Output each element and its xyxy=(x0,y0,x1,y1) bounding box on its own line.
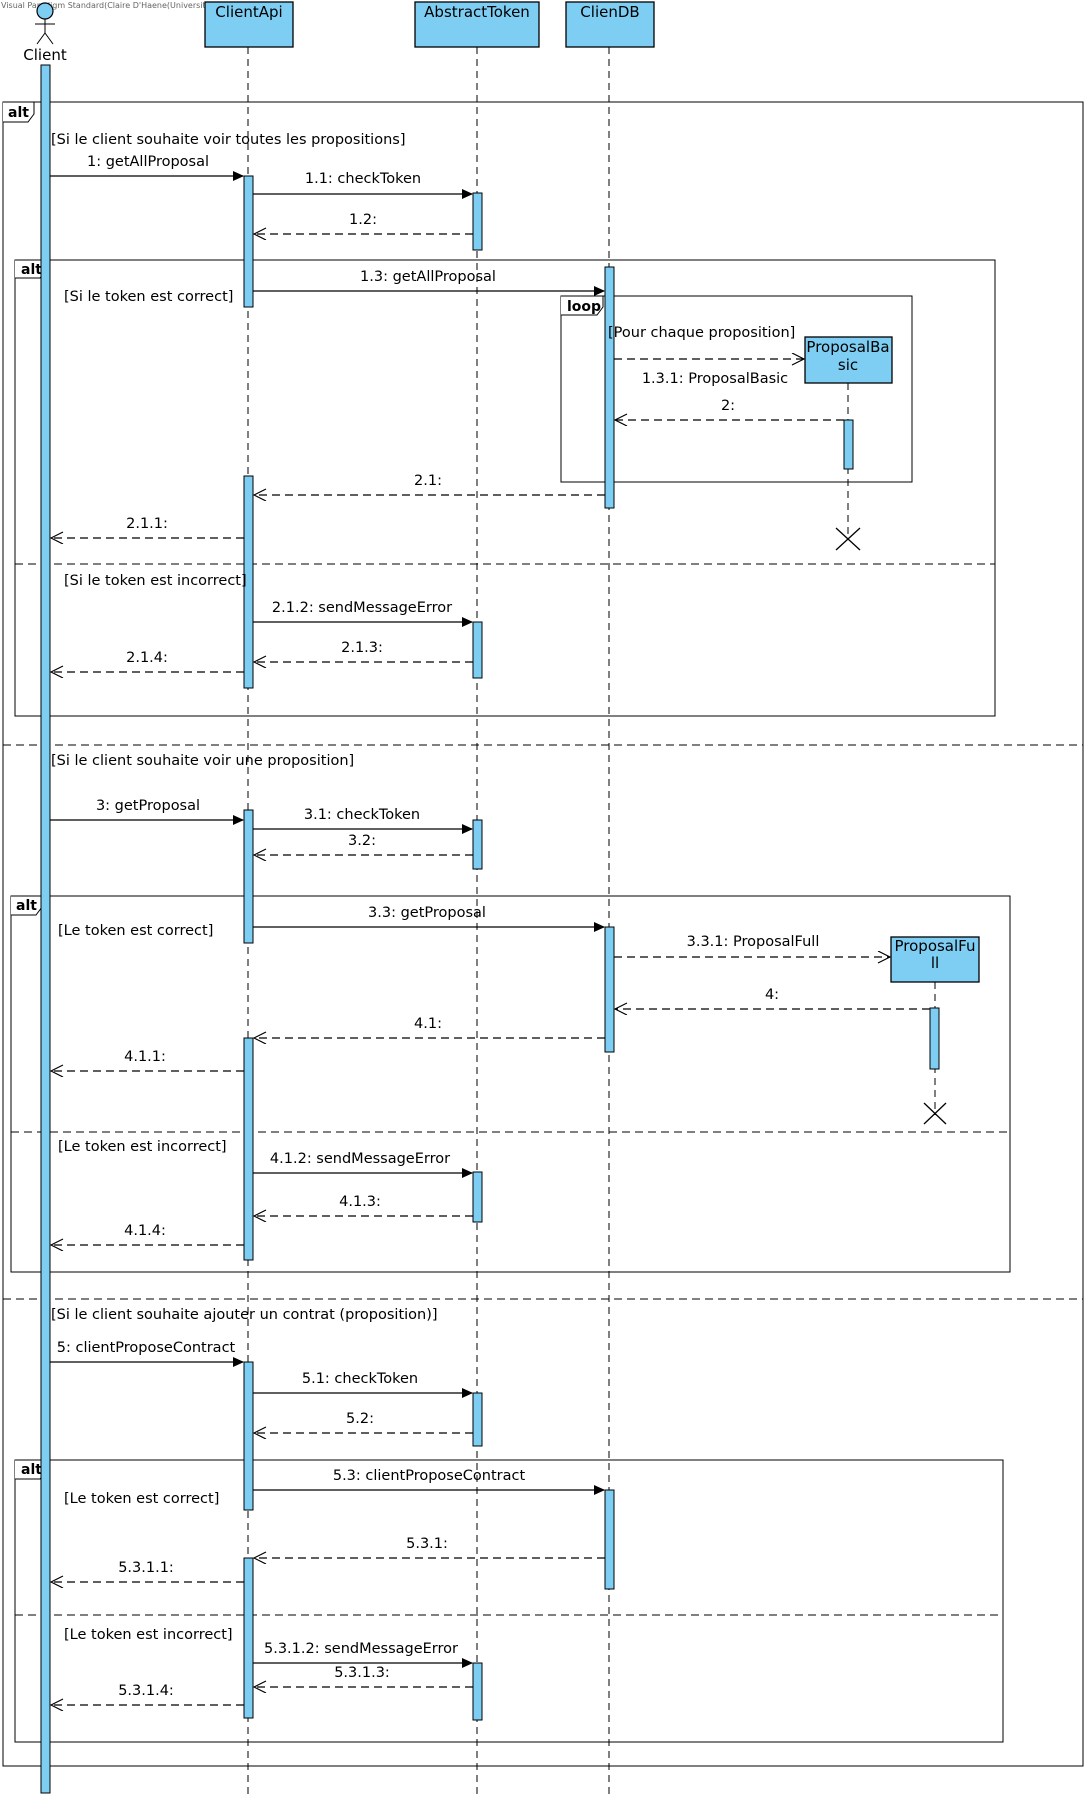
msg-2-1-3-label: 2.1.3: xyxy=(341,640,383,656)
msg-5-label: 5: clientProposeContract xyxy=(57,1340,236,1356)
msg-1-label: 1: getAllProposal xyxy=(87,154,209,170)
msg-5-3-1-2-label: 5.3.1.2: sendMessageError xyxy=(264,1641,458,1657)
proposalfull-destroy-mark xyxy=(923,1102,947,1125)
msg-2-1-2-label: 2.1.2: sendMessageError xyxy=(272,600,452,616)
clientapi-label: ClientApi xyxy=(215,3,282,21)
loop-tab xyxy=(561,295,604,316)
outer-alt-frame xyxy=(2,101,1084,1767)
clientapi-activation-3 xyxy=(243,809,254,944)
inner-alt-2-label: alt xyxy=(16,898,37,914)
msg-3-3-label: 3.3: getProposal xyxy=(368,905,486,921)
guard-8: [Si le client souhaite ajouter un contra… xyxy=(51,1307,438,1323)
msg-5-3-1-3-label: 5.3.1.3: xyxy=(334,1665,390,1681)
inner-alt-3-label: alt xyxy=(21,1462,42,1478)
outer-alt-tab xyxy=(3,101,35,123)
msg-3-label: 3: getProposal xyxy=(96,798,200,814)
msg-5-3-label: 5.3: clientProposeContract xyxy=(333,1468,526,1484)
abstracttoken-activation-4 xyxy=(472,1171,483,1223)
proposalbasic-label-line1: ProposalBa xyxy=(806,338,889,356)
abstracttoken-activation-1 xyxy=(472,192,483,251)
inner-alt-1-frame xyxy=(14,259,996,717)
msg-2-label: 2: xyxy=(721,398,735,414)
guard-5: [Si le client souhaite voir une proposit… xyxy=(51,753,354,769)
inner-alt-1-label: alt xyxy=(21,262,42,278)
loop-label: loop xyxy=(567,299,601,315)
msg-1-3-1-label: 1.3.1: ProposalBasic xyxy=(642,371,788,387)
loop-frame xyxy=(560,295,913,483)
proposalbasic-label-line2: sic xyxy=(838,356,858,374)
guard-2: [Si le token est correct] xyxy=(64,289,233,305)
msg-1-3-label: 1.3: getAllProposal xyxy=(360,269,496,285)
msg-4-1-label: 4.1: xyxy=(414,1016,442,1032)
abstracttoken-activation-2 xyxy=(472,621,483,679)
abstracttoken-activation-3 xyxy=(472,819,483,870)
msg-5-2-label: 5.2: xyxy=(346,1411,374,1427)
msg-3-1-label: 3.1: checkToken xyxy=(304,807,420,823)
msg-2-1-1-label: 2.1.1: xyxy=(126,516,168,532)
msg-4-1-2-label: 4.1.2: sendMessageError xyxy=(270,1151,450,1167)
proposalfull-label-line2: ll xyxy=(931,954,939,972)
msg-4-1-1-label: 4.1.1: xyxy=(124,1049,166,1065)
msg-5-3-1-label: 5.3.1: xyxy=(406,1536,448,1552)
cliendb-activation-1 xyxy=(604,266,615,509)
proposalfull-box xyxy=(890,936,980,983)
guard-9: [Le token est correct] xyxy=(64,1491,219,1507)
cliendb-activation-3 xyxy=(604,1489,615,1590)
cliendb-label: ClienDB xyxy=(580,3,639,21)
clientapi-activation-2 xyxy=(243,475,254,689)
cliendb-activation-2 xyxy=(604,926,615,1053)
msg-2-1-label: 2.1: xyxy=(414,473,442,489)
client-actor xyxy=(35,2,55,45)
abstracttoken-activation-5 xyxy=(472,1392,483,1447)
client-label: Client xyxy=(23,46,67,64)
clientapi-box xyxy=(204,1,294,48)
proposalfull-label-line1: ProposalFu xyxy=(895,937,976,955)
guard-6: [Le token est correct] xyxy=(58,923,213,939)
inner-alt-3-frame xyxy=(14,1459,1004,1743)
abstracttoken-box xyxy=(414,1,540,48)
msg-3-2-label: 3.2: xyxy=(348,833,376,849)
msg-5-3-1-4-label: 5.3.1.4: xyxy=(118,1683,174,1699)
proposalbasic-box xyxy=(804,336,893,384)
guard-4: [Si le token est incorrect] xyxy=(64,573,247,589)
watermark: Visual Paradigm Standard(Claire D'Haene(… xyxy=(1,1,258,10)
client-activation xyxy=(40,64,51,1794)
msg-5-3-1-1-label: 5.3.1.1: xyxy=(118,1560,174,1576)
cliendb-box xyxy=(565,1,655,48)
clientapi-activation-6 xyxy=(243,1557,254,1719)
proposalfull-activation xyxy=(929,1007,940,1070)
guard-1: [Si le client souhaite voir toutes les p… xyxy=(51,132,405,148)
proposalbasic-activation xyxy=(843,419,854,470)
inner-alt-2-frame xyxy=(10,895,1011,1273)
msg-4-1-3-label: 4.1.3: xyxy=(339,1194,381,1210)
msg-4-label: 4: xyxy=(765,987,779,1003)
msg-1-2-label: 1.2: xyxy=(349,212,377,228)
clientapi-activation-4 xyxy=(243,1037,254,1261)
outer-alt-label: alt xyxy=(8,105,29,121)
guard-10: [Le token est incorrect] xyxy=(64,1627,233,1643)
msg-3-3-1-label: 3.3.1: ProposalFull xyxy=(687,934,820,950)
msg-1-1-label: 1.1: checkToken xyxy=(305,171,421,187)
proposalbasic-destroy-mark xyxy=(835,527,861,551)
guard-3: [Pour chaque proposition] xyxy=(608,325,795,341)
msg-2-1-4-label: 2.1.4: xyxy=(126,650,168,666)
guard-7: [Le token est incorrect] xyxy=(58,1139,227,1155)
clientapi-activation-5 xyxy=(243,1361,254,1511)
msg-5-1-label: 5.1: checkToken xyxy=(302,1371,418,1387)
abstracttoken-activation-6 xyxy=(472,1662,483,1721)
client-actor-icon xyxy=(36,2,54,20)
msg-4-1-4-label: 4.1.4: xyxy=(124,1223,166,1239)
abstracttoken-label: AbstractToken xyxy=(424,3,530,21)
clientapi-activation-1 xyxy=(243,175,254,308)
